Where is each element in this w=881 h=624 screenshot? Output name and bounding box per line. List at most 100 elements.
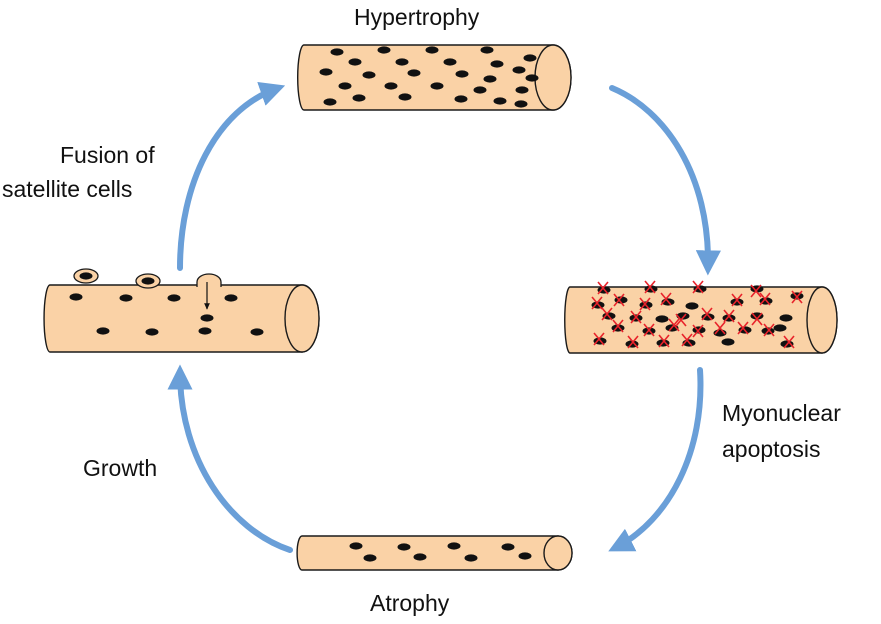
- fiber-hypertrophy: [297, 44, 572, 111]
- label-fusion-line1: Fusion of: [60, 142, 155, 168]
- fiber-regenerating: [43, 268, 320, 353]
- red-x-icon: [763, 323, 775, 337]
- nucleus-icon: [473, 86, 487, 94]
- nucleus-icon: [395, 58, 409, 66]
- arrow-apoptosis-to-atrophy: [608, 367, 704, 552]
- red-x-icon: [723, 309, 735, 323]
- red-x-icon: [759, 292, 771, 306]
- fiber-end-cap: [534, 44, 572, 111]
- label-hypertrophy: Hypertrophy: [354, 4, 480, 30]
- fiber-end-cap: [543, 535, 573, 571]
- label-apoptosis-line2: apoptosis: [722, 436, 821, 462]
- nucleus-icon: [198, 327, 212, 335]
- nucleus-icon: [480, 46, 494, 54]
- nucleus-icon: [413, 553, 427, 561]
- label-growth: Growth: [83, 455, 158, 481]
- nucleus-icon: [515, 86, 529, 94]
- red-x-icon: [630, 310, 642, 324]
- nucleus-icon: [501, 543, 515, 551]
- nucleus-icon: [348, 58, 362, 66]
- label-fusion-line2: satellite cells: [2, 176, 133, 202]
- red-x-icon: [612, 319, 624, 333]
- nucleus-icon: [384, 82, 398, 90]
- fiber-body: [296, 535, 573, 571]
- nucleus-icon: [454, 95, 468, 103]
- arrow-regeneration-to-hypertrophy: [177, 81, 286, 271]
- nucleus-icon: [518, 552, 532, 560]
- red-x-icon: [731, 293, 743, 307]
- red-x-icon: [593, 332, 605, 346]
- fiber-body: [43, 284, 320, 353]
- fiber-atrophy: [296, 535, 573, 571]
- red-x-icon: [639, 297, 651, 311]
- nucleus-icon: [525, 74, 539, 82]
- red-x-icon: [658, 334, 670, 348]
- red-x-icon: [751, 312, 763, 326]
- nucleus-icon: [323, 98, 337, 106]
- nucleus-icon: [145, 328, 159, 336]
- nucleus-icon: [425, 46, 439, 54]
- nucleus-icon: [397, 543, 411, 551]
- nucleus-icon: [69, 293, 83, 301]
- red-x-icon: [660, 292, 672, 306]
- nucleus-icon: [349, 542, 363, 550]
- nucleus-icon: [224, 294, 238, 302]
- fiber-end-cap: [806, 286, 838, 354]
- red-x-icon: [601, 307, 613, 321]
- nucleus-icon: [464, 554, 478, 562]
- nucleus-icon: [330, 48, 344, 56]
- nucleus-icon: [362, 71, 376, 79]
- red-x-icon: [643, 323, 655, 337]
- nucleus-icon: [455, 70, 469, 78]
- arrow-hypertrophy-to-apoptosis: [609, 85, 721, 276]
- nucleus-icon: [447, 542, 461, 550]
- red-x-icon: [627, 335, 639, 349]
- label-atrophy: Atrophy: [370, 590, 450, 616]
- nucleus-icon: [779, 314, 793, 322]
- nucleus-icon: [483, 75, 497, 83]
- nucleus-icon: [490, 60, 504, 68]
- red-x-icon: [692, 324, 704, 338]
- red-x-icon: [701, 307, 713, 321]
- nucleus-icon: [493, 97, 507, 105]
- nucleus-icon: [79, 272, 93, 280]
- nucleus-icon: [398, 93, 412, 101]
- nucleus-icon: [352, 94, 366, 102]
- label-apoptosis-line1: Myonuclear: [722, 400, 841, 426]
- nucleus-icon: [363, 554, 377, 562]
- nucleus-icon: [514, 100, 528, 108]
- nucleus-icon: [377, 46, 391, 54]
- nucleus-icon: [407, 69, 421, 77]
- arrow-atrophy-to-regeneration: [167, 364, 293, 553]
- nucleus-icon: [523, 54, 537, 62]
- nucleus-icon: [200, 314, 214, 322]
- red-x-icon: [783, 335, 795, 349]
- fusing-satellite-cell-icon: [196, 273, 222, 287]
- red-x-icon: [675, 313, 687, 327]
- nucleus-icon: [338, 82, 352, 90]
- nucleus-icon: [430, 82, 444, 90]
- nucleus-icon: [512, 66, 526, 74]
- red-x-icon: [750, 284, 762, 298]
- fiber-apoptosis: [564, 280, 838, 354]
- nucleus-icon: [655, 315, 669, 323]
- red-x-icon: [613, 293, 625, 307]
- nucleus-icon: [119, 294, 133, 302]
- nucleus-icon: [96, 327, 110, 335]
- nucleus-icon: [773, 324, 787, 332]
- nucleus-icon: [685, 302, 699, 310]
- fiber-end-cap: [284, 284, 320, 353]
- red-x-icon: [681, 333, 693, 347]
- cycle-arrows: [167, 81, 721, 553]
- red-x-icon: [714, 321, 726, 335]
- nucleus-icon: [443, 58, 457, 66]
- red-x-icon: [668, 318, 680, 332]
- nucleus-icon: [250, 328, 264, 336]
- red-x-icon: [692, 280, 704, 294]
- red-x-icon: [791, 290, 803, 304]
- nucleus-icon: [167, 294, 181, 302]
- nucleus-icon: [319, 68, 333, 76]
- red-x-icon: [737, 321, 749, 335]
- nucleus-icon: [721, 338, 735, 346]
